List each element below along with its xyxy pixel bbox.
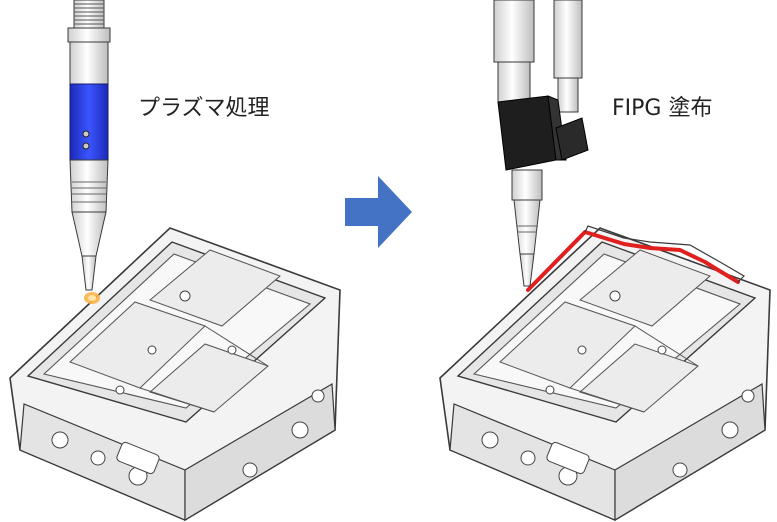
- fipg-bead-line: [526, 230, 740, 292]
- engine-block-left: [9, 227, 341, 521]
- fipg-dispenser: [493, 0, 589, 287]
- process-arrow-icon: [345, 176, 412, 248]
- plasma-blue-band: [69, 83, 109, 161]
- plasma-nozzle: [67, 0, 111, 304]
- step-label-plasma: プラズマ処理: [138, 96, 270, 121]
- step-label-fipg: FIPG 塗布: [612, 96, 713, 121]
